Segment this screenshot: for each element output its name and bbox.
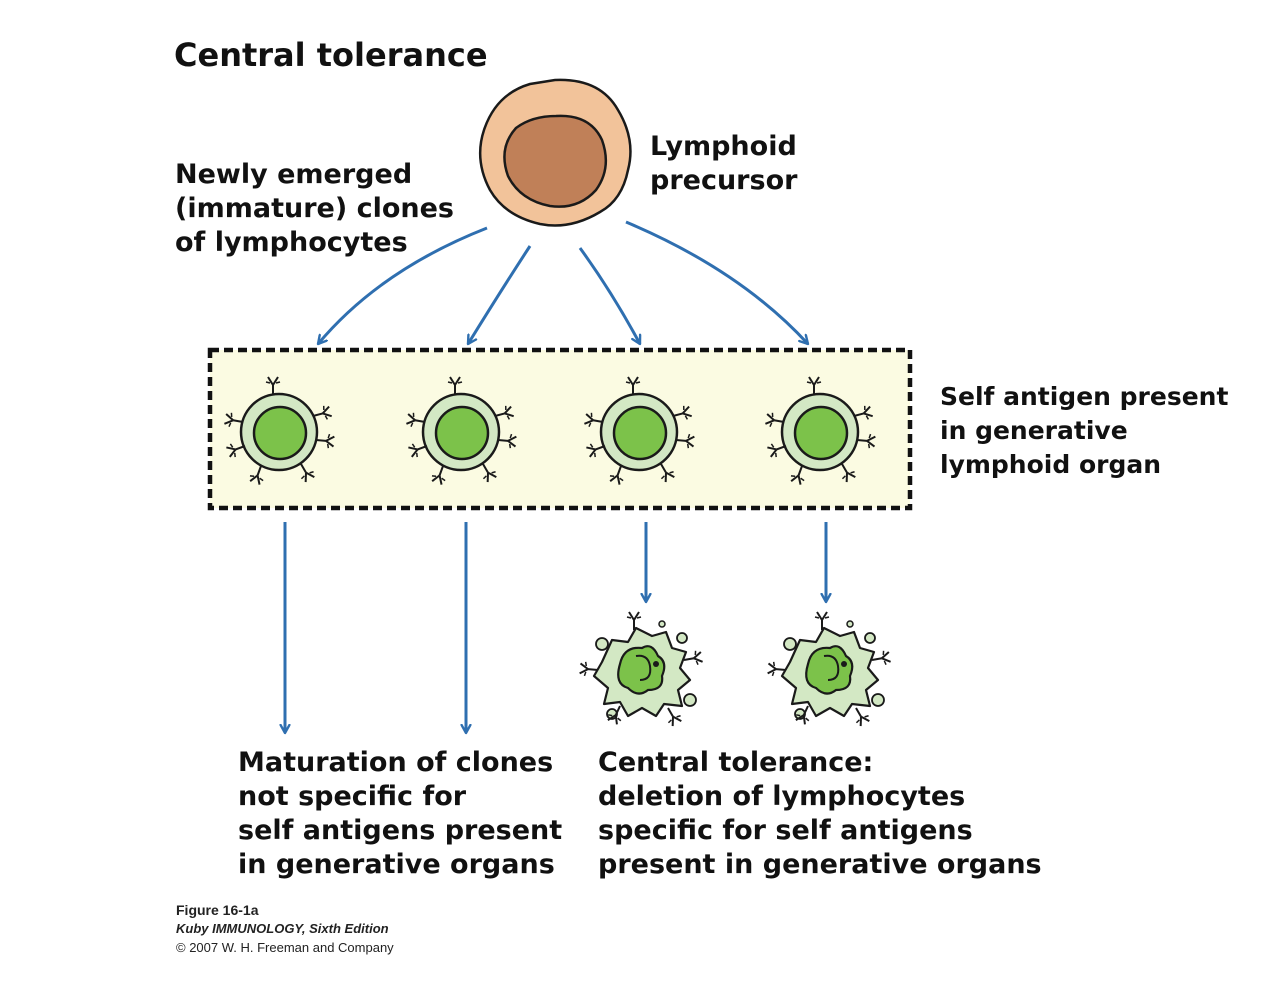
apoptotic-lymphocyte-2 xyxy=(767,612,890,727)
lymphoid-precursor-label: Lymphoid precursor xyxy=(650,131,798,196)
apoptotic-lymphocyte-1 xyxy=(579,612,702,727)
lymphoid-precursor-cell xyxy=(478,78,632,227)
newly-emerged-label: Newly emerged (immature) clones of lymph… xyxy=(175,159,454,258)
arrow-to-clone-2 xyxy=(466,245,532,344)
figure-source-book: Kuby IMMUNOLOGY, Sixth Edition xyxy=(176,921,389,936)
arrow-to-clone-4 xyxy=(625,220,808,344)
figure-number: Figure 16-1a xyxy=(176,902,259,918)
branch-arrows xyxy=(318,220,808,344)
maturation-outcome-label: Maturation of clones not specific for se… xyxy=(238,747,563,880)
arrow-to-clone-1 xyxy=(318,226,488,344)
figure-copyright: © 2007 W. H. Freeman and Company xyxy=(176,940,394,955)
arrow-to-clone-3 xyxy=(578,247,642,344)
outcome-arrows xyxy=(285,522,826,733)
diagram-title: Central tolerance xyxy=(174,36,488,74)
deletion-outcome-label: Central tolerance: deletion of lymphocyt… xyxy=(598,747,1042,880)
self-antigen-label: Self antigen present in generative lymph… xyxy=(940,382,1229,479)
